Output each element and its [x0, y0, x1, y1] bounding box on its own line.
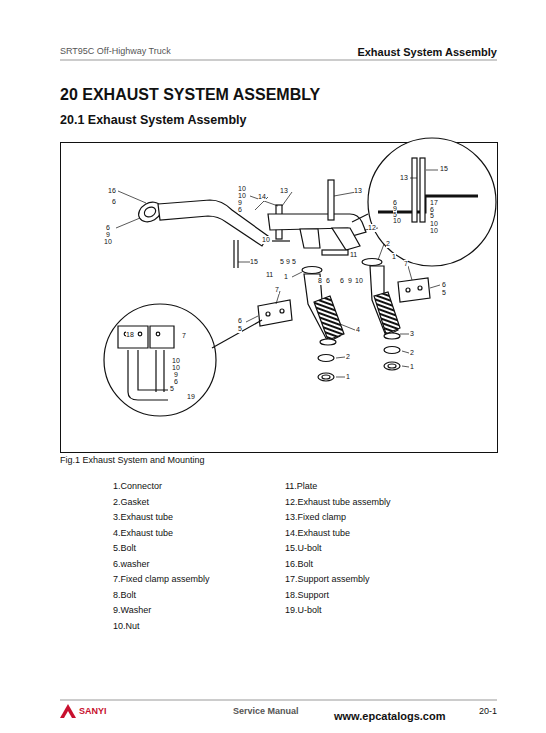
- part-list-item: 1.Connector: [113, 482, 162, 492]
- sanyi-logo: [60, 704, 76, 718]
- callout-number: 1: [346, 373, 350, 381]
- callout-number: 5: [280, 258, 284, 266]
- callout-number: 6: [442, 281, 446, 289]
- figure-caption: Fig.1 Exhaust System and Mounting: [60, 456, 205, 466]
- callout-number: 13: [354, 187, 362, 195]
- callout-number: 2: [386, 240, 390, 248]
- footer-rule: [60, 700, 497, 701]
- callout-number: 10: [430, 227, 438, 235]
- part-list-item: 10.Nut: [113, 622, 140, 632]
- callout-number: 18: [126, 331, 134, 339]
- callout-number: 6: [238, 317, 242, 325]
- callout-number: 16: [108, 187, 116, 195]
- callout-number: 9: [348, 277, 352, 285]
- part-list-item: 15.U-bolt: [285, 544, 322, 554]
- callout-number: 7: [182, 332, 186, 340]
- page-number: 20-1: [479, 707, 497, 717]
- part-list-item: 7.Fixed clamp assembly: [113, 575, 210, 585]
- part-list-item: 19.U-bolt: [285, 606, 322, 616]
- page-title: 20 EXHAUST SYSTEM ASSEMBLY: [60, 86, 320, 104]
- callout-number: 11: [266, 271, 273, 279]
- callout-number: 4: [356, 326, 360, 334]
- part-list-item: 16.Bolt: [285, 560, 313, 570]
- part-list-item: 11.Plate: [285, 482, 317, 492]
- exhaust-parts: [104, 138, 496, 416]
- part-list-item: 5.Bolt: [113, 544, 136, 554]
- callout-number: 5: [170, 385, 174, 393]
- part-list-item: 8.Bolt: [113, 591, 136, 601]
- callout-number: 5: [238, 325, 242, 333]
- callout-number: 19: [187, 393, 195, 401]
- section-heading: 20.1 Exhaust System Assembly: [60, 114, 246, 128]
- callout-number: 10: [355, 277, 363, 285]
- callout-number: 9: [286, 258, 290, 266]
- callout-number: 14: [258, 193, 266, 201]
- leader-lines: [116, 170, 440, 377]
- part-list-item: 12.Exhaust tube assembly: [285, 498, 391, 508]
- callout-number: 6: [174, 378, 178, 386]
- part-list-item: 14.Exhaust tube: [285, 529, 350, 539]
- callout-number: 15: [440, 165, 448, 173]
- watermark: www.epcatalogs.com: [334, 710, 445, 722]
- callout-number: 6: [112, 198, 116, 206]
- part-list-item: 6.washer: [113, 560, 150, 570]
- callout-number: 10: [393, 217, 401, 225]
- callout-number: 11: [350, 251, 357, 259]
- callout-number: 6: [340, 277, 344, 285]
- callout-number: 6: [238, 206, 242, 214]
- part-list-item: 3.Exhaust tube: [113, 513, 173, 523]
- part-list-item: 17.Support assembly: [285, 575, 370, 585]
- callout-number: 10: [262, 236, 270, 244]
- callout-number: 10: [104, 238, 112, 246]
- part-list-item: 2.Gasket: [113, 498, 149, 508]
- callout-number: 5: [442, 289, 446, 297]
- part-list-item: 9.Washer: [113, 606, 151, 616]
- callout-number: 13: [280, 187, 288, 195]
- header-text: SRT95C Off-Highway Truck: [60, 47, 171, 57]
- callout-number: 7: [275, 286, 279, 294]
- callout-number: 1: [410, 363, 414, 371]
- header-rule: [60, 60, 497, 61]
- part-list-item: 18.Support: [285, 591, 329, 601]
- callout-number: 15: [250, 258, 258, 266]
- callout-number: 1: [284, 273, 288, 281]
- callout-number: 6: [326, 277, 330, 285]
- callout-number: 3: [410, 330, 414, 338]
- callout-number: 7: [404, 260, 408, 268]
- callout-number: 1: [392, 253, 396, 261]
- callout-number: 13: [400, 174, 408, 182]
- callout-number: 5: [430, 212, 434, 220]
- header-section: Exhaust System Assembly: [357, 46, 497, 58]
- footer-text: Service Manual: [233, 707, 299, 717]
- brand-name: SANYI: [79, 707, 107, 717]
- callout-number: 2: [346, 353, 350, 361]
- part-list-item: 4.Exhaust tube: [113, 529, 173, 539]
- callout-number: 8: [318, 277, 322, 285]
- callout-number: 12: [368, 224, 376, 232]
- callout-number: 5: [292, 258, 296, 266]
- part-list-item: 13.Fixed clamp: [285, 513, 346, 523]
- callout-number: 2: [410, 349, 414, 357]
